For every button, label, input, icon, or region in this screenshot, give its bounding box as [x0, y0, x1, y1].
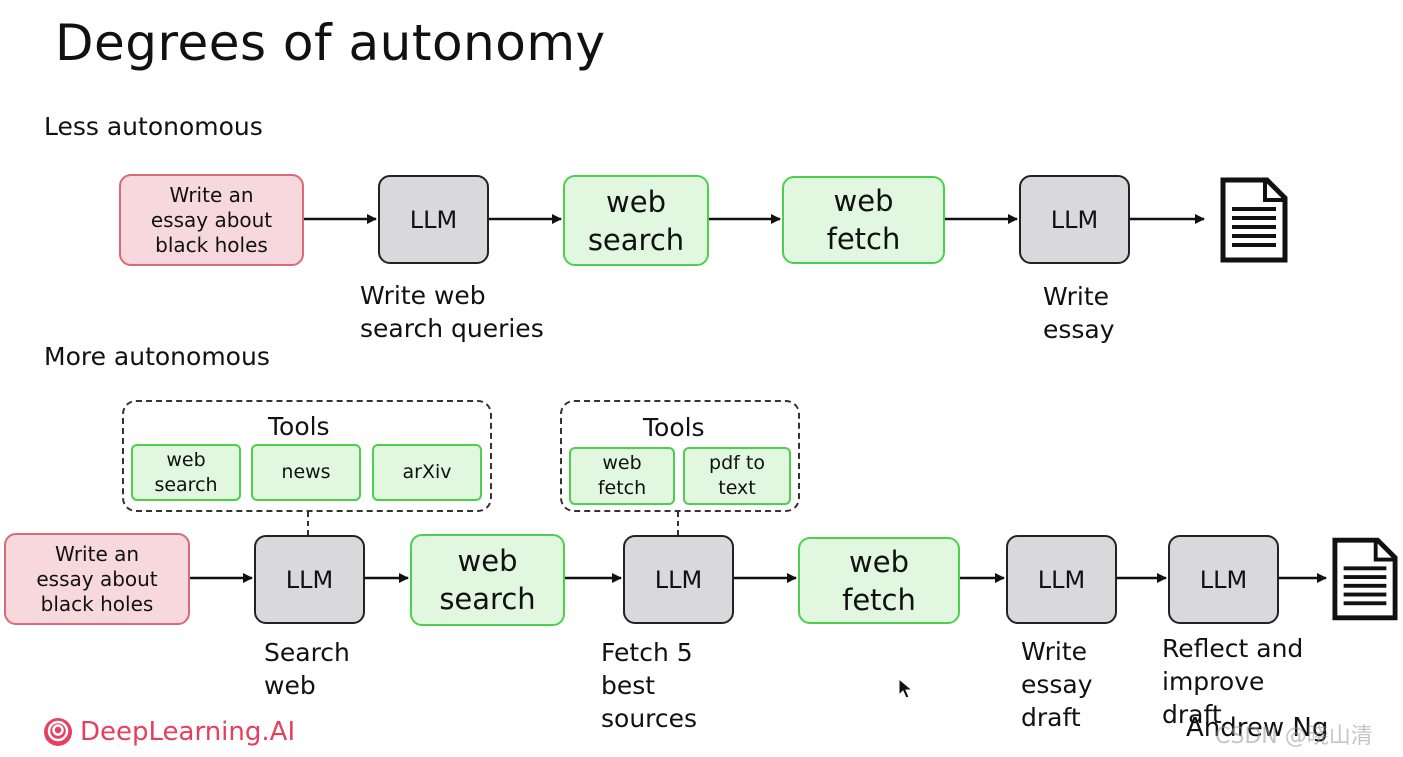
more-web-search-tool: web search — [410, 534, 565, 626]
more-autonomous-label: More autonomous — [44, 342, 270, 371]
more-llm-4: LLM — [1168, 535, 1279, 624]
brand-name: DeepLearning.AI — [80, 717, 296, 747]
tool-chip-news: news — [251, 444, 361, 501]
tool-chip-arxiv: arXiv — [372, 444, 482, 501]
watermark: CSDN @晓山清 — [1215, 724, 1373, 749]
less-llm-2: LLM — [1019, 175, 1130, 264]
more-caption-reflect-improve: Reflect and improve draft — [1162, 634, 1304, 729]
toolbox-1 — [122, 400, 492, 512]
more-prompt-box: Write an essay about black holes — [4, 533, 190, 625]
toolbox-2 — [560, 400, 800, 512]
tool-chip-pdf-to-text: pdf to text — [683, 447, 791, 505]
more-llm-2: LLM — [623, 535, 734, 624]
less-autonomous-label: Less autonomous — [44, 112, 263, 141]
toolbox-1-title: Tools — [268, 412, 330, 441]
page-title: Degrees of autonomy — [55, 14, 606, 72]
less-caption-write-queries: Write web search queries — [360, 281, 544, 343]
more-llm-3: LLM — [1006, 535, 1117, 624]
document-icon — [1220, 177, 1288, 263]
less-caption-write-essay: Write essay — [1043, 282, 1115, 344]
mouse-cursor-icon — [898, 678, 914, 699]
more-caption-fetch-sources: Fetch 5 best sources — [601, 638, 698, 733]
more-llm-1: LLM — [254, 535, 365, 624]
toolbox-2-title: Tools — [643, 413, 705, 442]
tool-chip-web-fetch: web fetch — [569, 447, 675, 505]
tool-chip-web-search: web search — [131, 444, 241, 501]
less-web-search-tool: web search — [563, 175, 709, 266]
document-icon — [1332, 537, 1398, 621]
more-web-fetch-tool: web fetch — [798, 537, 960, 624]
brand-logo: DeepLearning.AI — [42, 716, 295, 748]
deeplearning-logo-icon — [44, 718, 72, 746]
more-caption-write-draft: Write essay draft — [1021, 637, 1093, 732]
author-name: Andrew Ng — [1186, 713, 1329, 743]
less-llm-1: LLM — [378, 175, 489, 264]
less-web-fetch-tool: web fetch — [782, 176, 945, 264]
more-caption-search-web: Search web — [264, 638, 350, 700]
less-prompt-box: Write an essay about black holes — [119, 174, 304, 266]
